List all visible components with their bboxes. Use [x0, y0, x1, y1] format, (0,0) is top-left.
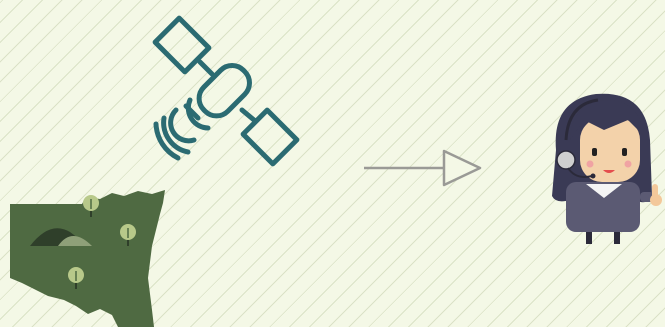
- map-region-icon: [10, 190, 165, 327]
- call-center-agent-icon: [552, 94, 662, 244]
- arrow-right-icon: [364, 151, 480, 185]
- satellite-icon: [155, 18, 297, 164]
